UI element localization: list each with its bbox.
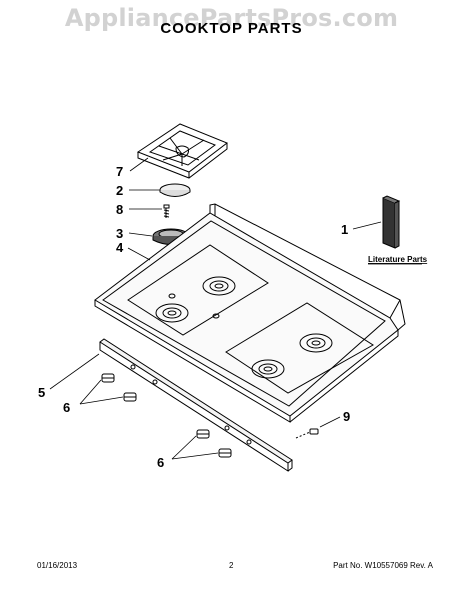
knob-parts[interactable] <box>101 373 232 458</box>
callout-9: 9 <box>343 409 350 424</box>
footer-part-number: Part No. W10557069 Rev. A <box>333 561 433 570</box>
callout-1: 1 <box>341 222 348 237</box>
cooktop-surface-part[interactable] <box>94 203 406 423</box>
watermark: AppliancePartsPros.com <box>64 4 399 32</box>
callout-8: 8 <box>116 202 123 217</box>
burner-cap-part[interactable] <box>159 183 191 197</box>
footer-date: 01/16/2013 <box>37 561 78 570</box>
orifice-part[interactable] <box>295 428 319 439</box>
literature-part[interactable] <box>382 195 401 249</box>
callout-5: 5 <box>38 385 45 400</box>
callout-6a: 6 <box>63 400 70 415</box>
callout-3: 3 <box>116 226 123 241</box>
manifold-panel-part[interactable] <box>99 338 293 472</box>
page-title: COOKTOP PARTS <box>160 20 303 37</box>
surface-burners <box>155 276 333 379</box>
leader-lines <box>49 157 382 460</box>
literature-parts-label: Literature Parts <box>368 255 428 264</box>
callout-7: 7 <box>116 164 123 179</box>
screw-part[interactable] <box>163 204 170 218</box>
callout-2: 2 <box>116 183 123 198</box>
callout-4: 4 <box>116 240 124 255</box>
grate-part[interactable] <box>136 123 229 179</box>
callout-6b: 6 <box>157 455 164 470</box>
footer-page-number: 2 <box>229 561 234 570</box>
